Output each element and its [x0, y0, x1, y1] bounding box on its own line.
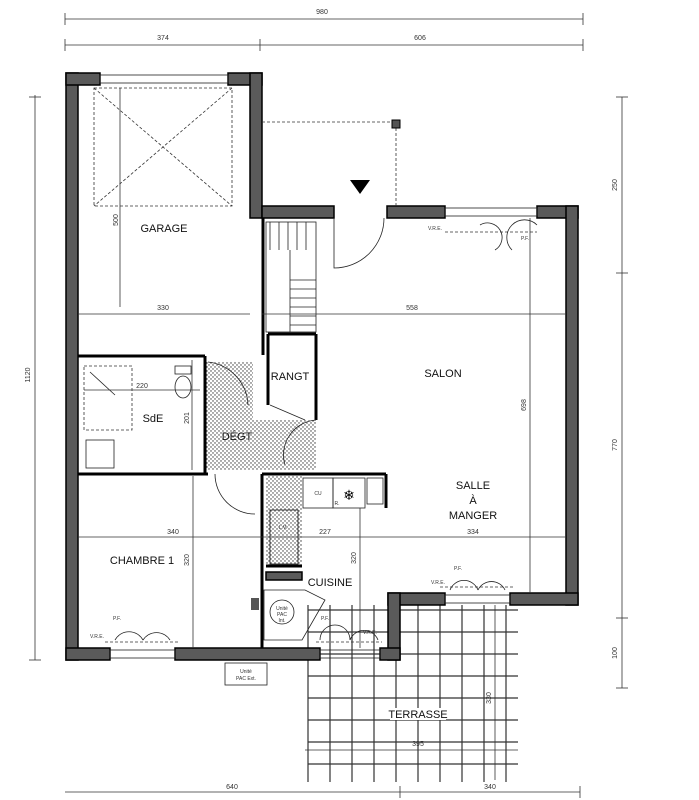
- garage-door-overhead: [78, 87, 250, 315]
- dim-right-bottom: 100: [612, 647, 619, 659]
- dim-right-width: 606: [414, 35, 426, 42]
- dim-sejour-width: 334: [467, 529, 479, 536]
- dim-terrasse-depth: 330: [486, 692, 493, 704]
- dim-total-depth: 1120: [25, 367, 32, 382]
- terrasse-label-bg: [390, 708, 446, 720]
- dim-chambre-depth: 320: [184, 554, 191, 566]
- snowflake-icon: ❄: [343, 487, 355, 503]
- dim-bottom-right: 340: [484, 784, 496, 791]
- kitchen-floor: [266, 476, 302, 566]
- dim-left-width: 374: [157, 35, 169, 42]
- entrance-arrow-icon: [350, 180, 370, 194]
- entry-door[interactable]: [333, 217, 385, 269]
- dim-garage-width: 330: [157, 305, 169, 312]
- pac-int-cupboard: [263, 589, 326, 641]
- salon-door[interactable]: [283, 419, 317, 466]
- dim-right-middle: 770: [612, 439, 619, 451]
- pac-int-unit: [269, 599, 295, 625]
- pf-label: P.F.: [521, 236, 529, 242]
- pf-label: P.F.: [454, 566, 462, 572]
- pac-int-label: PAC: [277, 612, 287, 618]
- interior-walls: [78, 218, 388, 648]
- dimension-lines: [29, 13, 628, 798]
- pac-ext-label: PAC Ext.: [236, 676, 256, 682]
- porch-canopy: [262, 121, 397, 206]
- dim-cuisine-depth: 320: [351, 552, 358, 564]
- vre-label: V.R.E.: [363, 630, 377, 636]
- room-label-manger: MANGER: [449, 510, 497, 522]
- staircase: [265, 221, 317, 333]
- degt-floor: [205, 362, 253, 470]
- lv-label: L.V.: [279, 525, 287, 531]
- openings: [99, 74, 538, 659]
- french-windows[interactable]: [105, 219, 538, 643]
- dim-salon-width: 558: [406, 305, 418, 312]
- room-label-degt: DÉGT: [222, 430, 253, 443]
- fridge-label: R.: [335, 501, 340, 507]
- room-label-a: À: [469, 494, 477, 507]
- pac-int-label: Unité: [276, 606, 288, 612]
- dim-cuisine-width: 227: [319, 529, 331, 536]
- room-label-cuisine: CUISINE: [308, 577, 353, 589]
- exterior-walls: [65, 72, 579, 661]
- chambre-door[interactable]: [214, 473, 256, 515]
- vre-label: V.R.E.: [431, 580, 445, 586]
- dim-bottom-left: 640: [226, 784, 238, 791]
- interior-dimensions: [78, 218, 566, 780]
- washbasin-icon: [85, 439, 115, 469]
- fridge-icon: [332, 477, 366, 509]
- pf-label: P.F.: [321, 616, 329, 622]
- room-label-garage: GARAGE: [140, 223, 187, 235]
- dim-total-width: 980: [316, 9, 328, 16]
- vre-label: V.R.E.: [90, 634, 104, 640]
- dim-chambre-width: 340: [167, 529, 179, 536]
- shower-head-icon: [89, 371, 116, 396]
- dim-sde-width: 220: [136, 383, 148, 390]
- vre-label: V.R.E.: [428, 226, 442, 232]
- room-label-terrasse: TERRASSE: [388, 709, 447, 721]
- cooktop-label: CU: [314, 491, 322, 497]
- pac-ext-label: Unité: [240, 669, 252, 675]
- toilet-icon: [174, 375, 192, 399]
- kitchen-counter: [265, 571, 303, 581]
- porch-post: [391, 119, 401, 129]
- sde-door[interactable]: [207, 361, 249, 406]
- room-label-salle: SALLE: [456, 480, 490, 492]
- oven-icon: [366, 477, 384, 505]
- dim-right-top: 250: [612, 179, 619, 191]
- dim-terrasse-width: 395: [412, 741, 424, 748]
- dim-sejour-depth: 698: [521, 399, 528, 411]
- pillar: [251, 598, 259, 610]
- rangt-door[interactable]: [269, 404, 306, 421]
- dim-garage-depth: 500: [113, 214, 120, 226]
- pac-ext-unit: [224, 662, 268, 686]
- dim-sde-depth: 201: [184, 412, 191, 424]
- pf-label: P.F.: [113, 616, 121, 622]
- shower: [83, 365, 133, 431]
- room-label-chambre: CHAMBRE 1: [110, 555, 174, 567]
- room-label-rangt: RANGT: [271, 371, 310, 383]
- room-label-salon: SALON: [424, 368, 461, 380]
- pac-int-label: Int.: [279, 618, 286, 624]
- room-label-sde: SdE: [143, 413, 164, 425]
